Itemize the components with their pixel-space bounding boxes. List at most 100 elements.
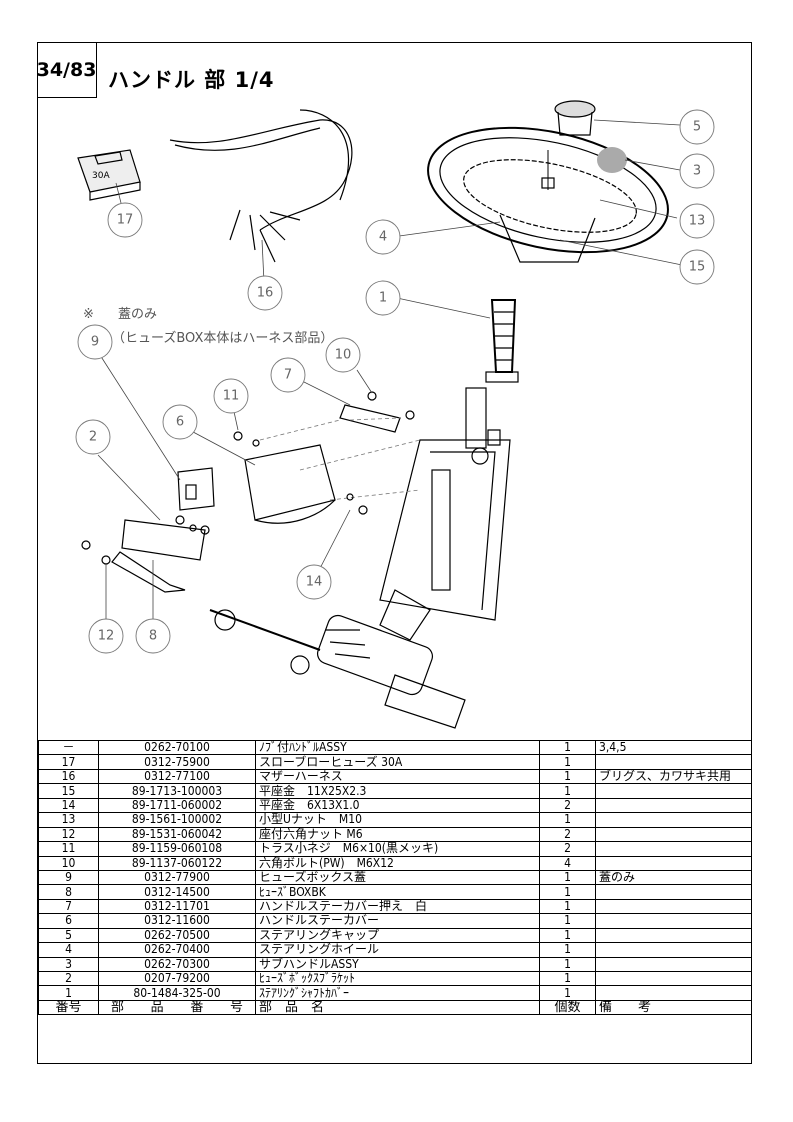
callout-1: 1 [379,291,387,306]
cell-remarks [595,913,752,929]
callout-10: 10 [335,348,352,363]
cell-part-name: 座付六角ナット M6 [255,826,540,843]
cell-quantity: 1 [539,812,596,828]
handle-stay-cover [244,444,336,524]
cell-part-name: 六角ボルト(PW) M6X12 [255,855,540,871]
cell-remarks [595,970,752,987]
cell-part-number: 0262-70300 [98,956,256,973]
cell-quantity: 2 [539,826,596,843]
cell-number: 7 [38,898,99,915]
cell-number: 6 [38,913,99,929]
cell-remarks: 3,4,5 [595,739,752,756]
cell-part-number: 0312-14500 [98,884,256,900]
cell-remarks [595,884,752,900]
cell-number: 10 [38,855,99,871]
callout-circles [75,109,715,654]
callout-12: 12 [98,629,115,644]
cell-number: 11 [38,841,99,857]
header-part-number: 部 品 番 号 [98,999,256,1016]
cell-part-name: マザーハーネス [255,768,540,785]
page-title: ハンドル 部 1/4 [108,68,275,92]
page-number: 34/83 [37,42,97,98]
fuse-box-bracket [111,519,206,593]
cell-part-number: 0312-11600 [98,913,256,929]
cell-quantity: 1 [539,913,596,929]
cell-part-number: 89-1561-100002 [98,812,256,828]
callout-3: 3 [693,164,701,179]
cell-number: 12 [38,826,99,843]
cell-part-number: 80-1484-325-00 [98,985,256,1001]
cell-remarks [595,956,752,973]
fasteners [81,391,415,565]
steering-gearbox [209,609,466,729]
callout-4: 4 [379,230,387,245]
cell-part-name: ステアリングキャップ [255,927,540,944]
cell-number: 14 [38,797,99,814]
cell-quantity: 1 [539,783,596,799]
callout-15: 15 [689,260,706,275]
page-frame [37,42,752,1064]
cell-number: 13 [38,812,99,828]
cell-quantity: 1 [539,754,596,770]
cell-remarks [595,855,752,871]
callout-13: 13 [689,214,706,229]
cell-quantity: 1 [539,985,596,1001]
cell-part-number: 89-1159-060108 [98,841,256,857]
cell-remarks: ブリグス、カワサキ共用 [595,768,752,785]
cell-remarks [595,826,752,843]
cell-part-name: ヒューズボックス蓋 [255,869,540,886]
cell-part-name: ハンドルステーカバー [255,913,540,929]
cell-part-number: 89-1137-060122 [98,855,256,871]
callout-11: 11 [223,389,240,404]
cell-part-name: 平座金 6X13X1.0 [255,797,540,814]
cell-number: 3 [38,956,99,973]
cell-number: 1 [38,985,99,1001]
cell-quantity: 1 [539,927,596,944]
cell-part-name: サブハンドルASSY [255,956,540,973]
cell-remarks [595,898,752,915]
cell-number: 8 [38,884,99,900]
cell-quantity: 2 [539,841,596,857]
callout-16: 16 [257,286,274,301]
callout-6: 6 [176,415,184,430]
cell-number: 2 [38,970,99,987]
cell-part-name: ﾉﾌﾞ付ﾊﾝﾄﾞﾙASSY [255,739,540,756]
callout-8: 8 [149,629,157,644]
cell-quantity: 1 [539,956,596,973]
sub-handle-knob [597,147,627,173]
cell-remarks [595,783,752,799]
cell-remarks [595,754,752,770]
cell-remarks [595,985,752,1001]
cell-quantity: 1 [539,970,596,987]
mother-harness [169,109,353,263]
cell-quantity: 1 [539,942,596,958]
callout-2: 2 [89,430,97,445]
cell-remarks [595,942,752,958]
cell-number: 16 [38,768,99,785]
cell-quantity: 2 [539,797,596,814]
steering-cap [554,100,596,136]
note-line-1: 蓋のみ [118,307,157,322]
parts-diagram: 30A ※ 蓋のみ （ヒューズBOX本体はハーネス部品） [75,100,715,729]
cell-part-name: ステアリングホイール [255,942,540,958]
cell-quantity: 1 [539,739,596,756]
callout-7: 7 [284,368,292,383]
header-remarks: 備 考 [595,999,752,1016]
cell-remarks [595,797,752,814]
cell-part-number: 0312-75900 [98,754,256,770]
callout-5: 5 [693,120,701,135]
cell-part-number: 0262-70500 [98,927,256,944]
cell-quantity: 1 [539,768,596,785]
cell-number: 15 [38,783,99,799]
